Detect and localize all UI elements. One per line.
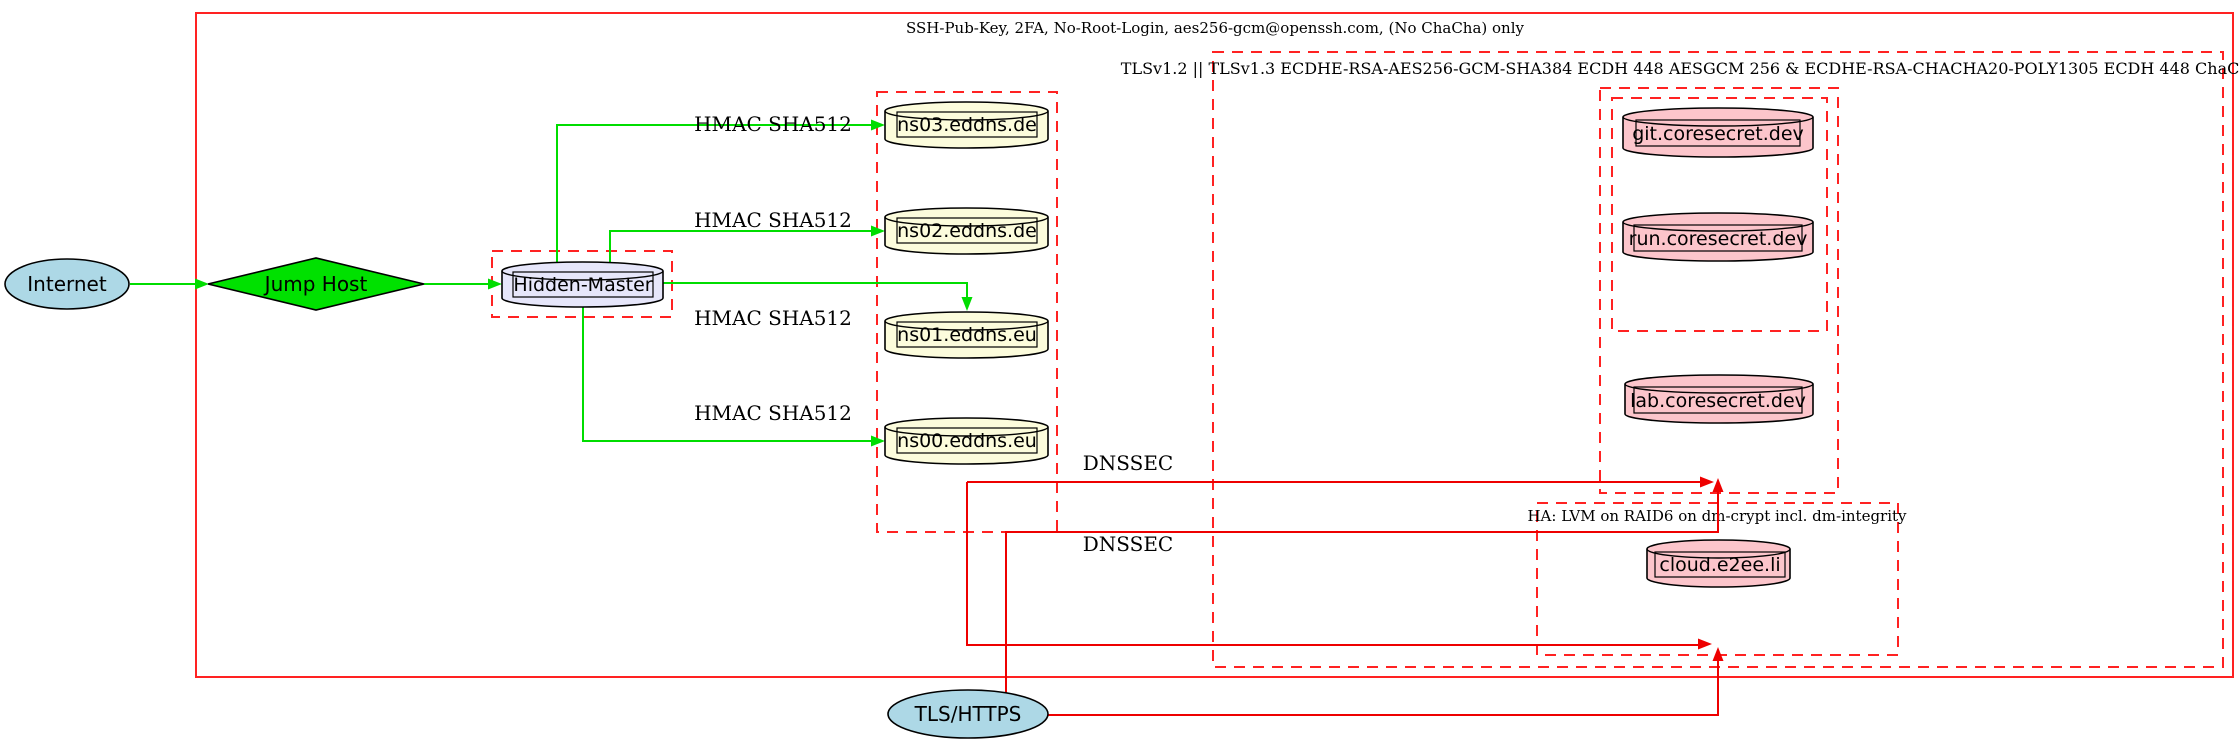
node-jump-host: Jump Host <box>207 257 425 311</box>
arrowhead-right-icon <box>871 119 885 131</box>
edge-label-hmac-ns00: HMAC SHA512 <box>694 401 852 425</box>
node-ns03-label: ns03.eddns.de <box>897 114 1037 136</box>
node-ns01-label: ns01.eddns.eu <box>897 324 1037 346</box>
arrowhead-down-icon <box>961 297 973 311</box>
node-cloud-label: cloud.e2ee.li <box>1659 554 1780 576</box>
node-hidden-master: Hidden-Master <box>501 261 664 308</box>
node-lab-label: lab.coresecret.dev <box>1630 390 1806 412</box>
arrowhead-right-icon <box>1698 638 1712 650</box>
jump-host-diamond <box>207 257 425 311</box>
edge-label-dnssec-2: DNSSEC <box>1083 532 1174 556</box>
node-git-label: git.coresecret.dev <box>1632 123 1804 145</box>
edge-label-dnssec-1: DNSSEC <box>1083 451 1174 475</box>
node-cloud-e2ee: cloud.e2ee.li <box>1646 539 1791 588</box>
node-run-coresecret: run.coresecret.dev <box>1622 212 1814 262</box>
edge-dnssec-upper <box>967 476 1714 488</box>
node-ns00-label: ns00.eddns.eu <box>897 430 1037 452</box>
node-tls-https-label: TLS/HTTPS <box>914 702 1022 726</box>
edge-jumphost-hiddenmaster <box>424 278 502 290</box>
edge-internet-jumphost <box>130 278 209 290</box>
node-ns02: ns02.eddns.de <box>884 207 1049 255</box>
edge-hiddenmaster-ns03 <box>556 119 885 262</box>
edge-hiddenmaster-ns00 <box>582 307 885 447</box>
edge-hiddenmaster-ns02 <box>609 225 885 262</box>
node-ns03: ns03.eddns.de <box>884 101 1049 149</box>
node-jump-host-label: Jump Host <box>263 272 368 296</box>
node-internet: Internet <box>4 258 130 310</box>
arrowhead-right-icon <box>871 435 885 447</box>
node-tls-https: TLS/HTTPS <box>887 689 1049 739</box>
cluster-ssh-label: SSH-Pub-Key, 2FA, No-Root-Login, aes256-… <box>906 19 1525 37</box>
node-hidden-master-label: Hidden-Master <box>513 274 652 296</box>
arrowhead-up-icon <box>1712 647 1724 661</box>
node-lab-coresecret: lab.coresecret.dev <box>1624 374 1814 424</box>
arrowhead-right-icon <box>1700 476 1714 488</box>
node-run-label: run.coresecret.dev <box>1629 228 1808 250</box>
arrowhead-up-icon <box>1712 478 1724 492</box>
edge-dnssec-lower <box>966 482 1712 650</box>
arrowhead-right-icon <box>195 278 209 290</box>
cluster-coresecret-inner-box <box>1611 97 1828 332</box>
node-git-coresecret: git.coresecret.dev <box>1622 107 1814 158</box>
edge-tlshttps-coresecret <box>1005 478 1724 693</box>
node-ns00: ns00.eddns.eu <box>884 417 1049 465</box>
node-ns01: ns01.eddns.eu <box>884 311 1049 359</box>
edge-tlshttps-ha <box>1047 647 1724 716</box>
edge-hiddenmaster-ns01 <box>663 282 973 311</box>
edge-label-hmac-ns01: HMAC SHA512 <box>694 306 852 330</box>
cluster-tls-label: TLSv1.2 || TLSv1.3 ECDHE-RSA-AES256-GCM-… <box>1121 59 2240 78</box>
arrowhead-right-icon <box>488 278 502 290</box>
edge-label-hmac-ns03: HMAC SHA512 <box>694 112 852 136</box>
edge-label-hmac-ns02: HMAC SHA512 <box>694 208 852 232</box>
node-internet-label: Internet <box>27 272 107 296</box>
arrowhead-right-icon <box>871 225 885 237</box>
cluster-ssh-box <box>195 12 2234 678</box>
node-ns02-label: ns02.eddns.de <box>897 220 1037 242</box>
